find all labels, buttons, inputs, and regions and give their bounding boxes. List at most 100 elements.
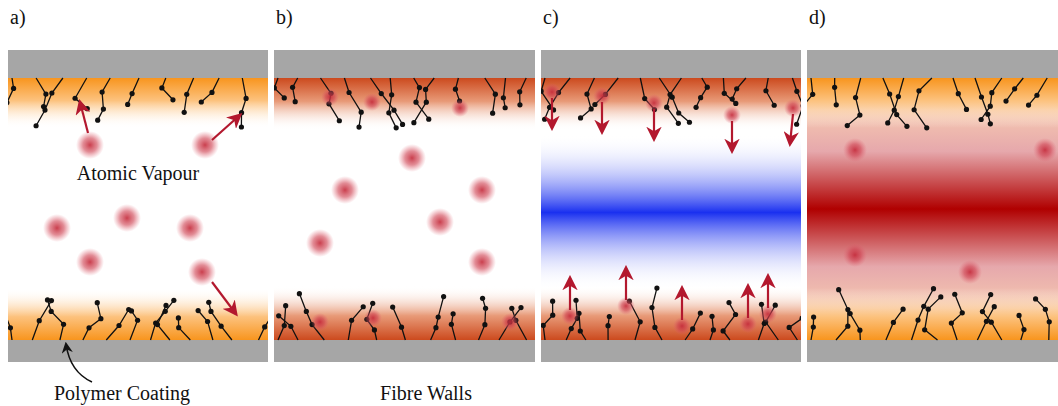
chain-bead xyxy=(282,323,287,328)
polymer-chain xyxy=(847,78,860,126)
chain-bead xyxy=(49,90,54,95)
chain-bead xyxy=(912,107,917,112)
chain-bead xyxy=(721,328,726,333)
chain-bead xyxy=(980,309,985,314)
chain-bead xyxy=(274,85,277,90)
chain-bead xyxy=(449,322,454,327)
chain-bead xyxy=(399,325,404,330)
chain-bead xyxy=(922,327,927,332)
chain-bead xyxy=(709,314,714,319)
chain-bead xyxy=(1047,319,1052,324)
panel-label: b) xyxy=(276,6,293,28)
chain-bead xyxy=(297,291,302,296)
chain-bead xyxy=(509,306,514,311)
chain-bead xyxy=(904,124,909,129)
fibre-wall xyxy=(807,340,1058,362)
chain-bead xyxy=(394,125,399,130)
red-light-band xyxy=(807,78,1058,340)
chain-bead xyxy=(8,100,10,105)
chain-bead xyxy=(293,99,298,104)
chain-bead xyxy=(949,320,954,325)
chain-bead xyxy=(171,298,176,303)
chain-bead xyxy=(891,320,896,325)
chain-bead xyxy=(956,91,961,96)
chain-bead xyxy=(37,318,42,323)
polymer-chain xyxy=(503,78,505,108)
polymer-chain xyxy=(652,288,662,340)
chain-bead xyxy=(159,85,164,90)
chain-bead xyxy=(989,320,994,325)
chain-bead xyxy=(652,325,657,330)
polymer-chain xyxy=(48,300,64,340)
polymer-chain xyxy=(1036,299,1050,340)
motion-arrow xyxy=(653,109,655,139)
motion-arrow xyxy=(212,115,240,140)
chain-bead xyxy=(722,91,727,96)
chain-bead xyxy=(43,91,48,96)
fibre-wall xyxy=(8,340,268,362)
atom xyxy=(76,131,104,159)
chain-bead xyxy=(654,286,659,291)
polymer-chain xyxy=(184,78,193,112)
chain-bead xyxy=(205,319,210,324)
chain-bead xyxy=(389,92,394,97)
chain-bead xyxy=(787,325,792,330)
polymer-chain xyxy=(241,78,246,127)
chain-bead xyxy=(900,307,905,312)
polymer-chain xyxy=(982,295,1001,340)
polymer-coating xyxy=(807,78,1058,130)
chain-bead xyxy=(569,326,574,331)
chain-bead xyxy=(845,123,850,128)
chain-bead xyxy=(8,325,13,330)
chain-bead xyxy=(95,118,100,123)
chain-bead xyxy=(667,92,672,97)
chain-bead xyxy=(687,120,692,125)
chain-bead xyxy=(423,87,428,92)
chain-bead xyxy=(100,89,105,94)
chain-bead xyxy=(726,300,731,305)
chain-bead xyxy=(979,94,984,99)
polymer-chain xyxy=(157,305,170,340)
chain-bead xyxy=(800,316,801,321)
chain-bead xyxy=(372,327,377,332)
polymer-chain xyxy=(667,78,682,123)
chain-bead xyxy=(763,88,768,93)
polymer-chain xyxy=(393,307,406,340)
fibre-wall xyxy=(274,50,535,78)
chain-bead xyxy=(359,110,364,115)
chain-bead xyxy=(206,300,211,305)
polymer-coating xyxy=(807,286,1058,340)
chain-bead xyxy=(490,111,495,116)
chain-bead xyxy=(794,89,799,94)
chain-bead xyxy=(182,110,187,115)
chain-bead xyxy=(857,112,862,117)
atom xyxy=(1033,138,1057,162)
polymer-chain xyxy=(836,290,848,340)
chain-bead xyxy=(282,95,287,100)
chain-bead xyxy=(1003,98,1008,103)
polymer-chain xyxy=(723,303,736,340)
polymer-chain xyxy=(130,311,138,340)
chain-bead xyxy=(607,314,612,319)
polymer-chain xyxy=(835,78,837,105)
fibre-panel xyxy=(807,50,1058,362)
atom xyxy=(321,88,339,106)
chain-bead xyxy=(676,110,681,115)
polymer-chain xyxy=(451,314,455,340)
polymer-coating xyxy=(541,286,801,340)
chain-bead xyxy=(730,97,735,102)
chain-bead xyxy=(698,95,703,100)
polymer-chain xyxy=(886,309,903,340)
chain-bead xyxy=(356,125,361,130)
part-label: Polymer Coating xyxy=(54,382,190,404)
polymer-chain xyxy=(977,307,994,340)
chain-bead xyxy=(176,325,181,330)
chain-bead xyxy=(262,324,267,329)
chain-bead xyxy=(772,103,777,108)
chain-bead xyxy=(979,117,984,122)
polymer-chain xyxy=(209,302,232,340)
chain-bead xyxy=(163,303,168,308)
chain-bead xyxy=(589,106,594,111)
